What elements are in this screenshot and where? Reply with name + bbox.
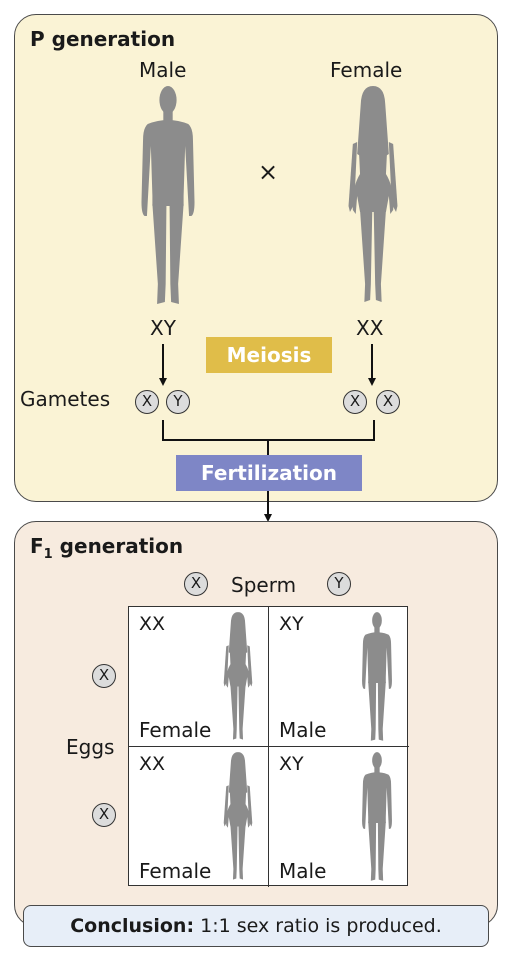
cell-genotype: XX (139, 753, 166, 775)
cell-xx-top: XX Female (129, 607, 269, 747)
cell-xx-bottom: XX Female (129, 747, 269, 887)
sperm-label: Sperm (231, 573, 297, 597)
female-label: Female (330, 58, 403, 82)
female-gamete-x2: X (376, 390, 400, 414)
f1-generation-title: F1 generation (30, 534, 184, 562)
cell-genotype: XY (279, 613, 304, 635)
cell-sex: Female (139, 718, 212, 742)
cell-sex: Male (279, 859, 327, 883)
female-silhouette-icon (223, 612, 253, 740)
egg-x2: X (92, 803, 116, 827)
female-genotype: XX (356, 316, 384, 340)
female-gamete-x1: X (343, 390, 367, 414)
fertilization-bracket (162, 420, 375, 441)
cell-sex: Female (139, 859, 212, 883)
cell-xy-top: XY Male (269, 607, 409, 747)
sperm-x: X (184, 572, 208, 596)
male-silhouette-icon (362, 752, 392, 881)
punnett-square: XX Female XY Male XX Female XY Male (128, 606, 409, 887)
meiosis-box: Meiosis (206, 337, 332, 373)
gametes-label: Gametes (20, 387, 111, 411)
fertilization-box: Fertilization (176, 455, 362, 491)
p-generation-panel (14, 14, 498, 502)
female-silhouette-icon (223, 752, 253, 880)
conclusion-box: Conclusion: 1:1 sex ratio is produced. (23, 905, 489, 947)
cell-genotype: XX (139, 613, 166, 635)
egg-x1: X (92, 664, 116, 688)
conclusion-label: Conclusion: (70, 915, 195, 937)
eggs-label: Eggs (66, 735, 115, 759)
cell-xy-bottom: XY Male (269, 747, 409, 887)
cross-symbol: × (258, 158, 279, 186)
male-gamete-y: Y (166, 390, 190, 414)
sperm-y: Y (327, 572, 351, 596)
male-silhouette-icon (362, 612, 392, 741)
male-gamete-x: X (135, 390, 159, 414)
cell-sex: Male (279, 718, 327, 742)
cell-genotype: XY (279, 753, 304, 775)
male-label: Male (139, 58, 187, 82)
conclusion-text: 1:1 sex ratio is produced. (194, 915, 442, 937)
male-genotype: XY (150, 316, 176, 340)
p-generation-title: P generation (30, 27, 176, 51)
